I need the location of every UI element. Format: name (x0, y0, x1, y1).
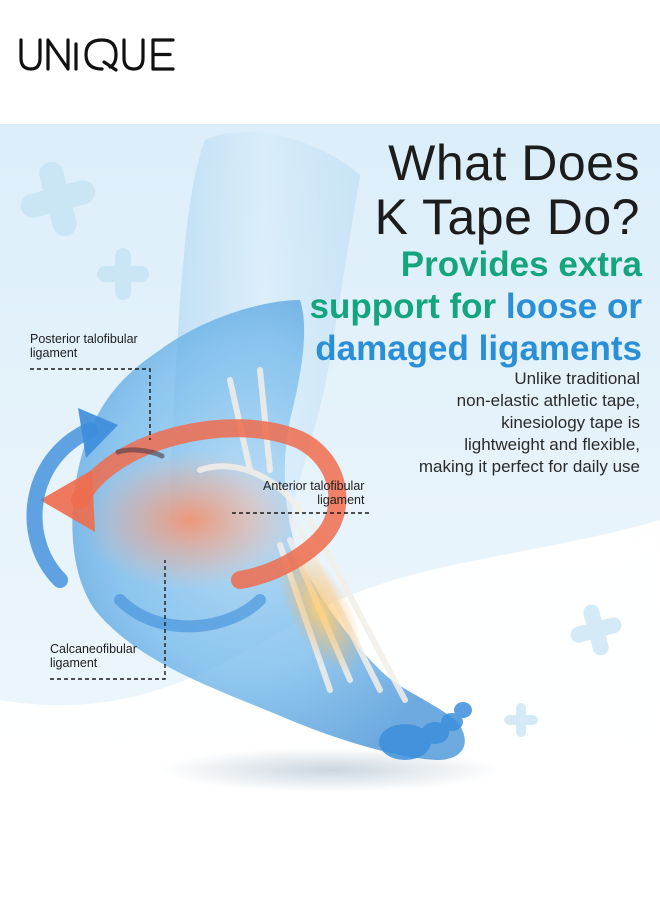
subheading-line-1: Provides extra (400, 245, 642, 284)
label-line: ligament (317, 493, 365, 507)
label-line: Calcaneofibular (50, 642, 137, 656)
label-posterior-talofibular: Posterior talofibular ligament (30, 332, 138, 360)
label-line: Anterior talofibular (263, 479, 365, 493)
heading-line-1: What Does (388, 135, 640, 191)
label-calcaneofibular: Calcaneofibular ligament (50, 642, 137, 670)
label-line: Posterior talofibular (30, 332, 138, 346)
description-line: Unlike traditional (514, 369, 640, 388)
description-line: lightweight and flexible, (464, 435, 640, 454)
subheading-green-part: support for (309, 287, 497, 326)
subheading-line-2: support for loose or (309, 286, 642, 328)
label-anterior-talofibular: Anterior talofibular ligament (263, 479, 364, 507)
plus-icon (570, 604, 622, 656)
unique-logo-mark (19, 38, 175, 72)
label-line: ligament (30, 346, 78, 360)
plus-icon (20, 161, 96, 237)
brand-logo (18, 36, 178, 74)
description-text: Unlike traditional non-elastic athletic … (419, 368, 640, 478)
label-line: ligament (50, 656, 98, 670)
description-line: non-elastic athletic tape, (456, 391, 640, 410)
heading-line-2: K Tape Do? (374, 189, 640, 245)
plus-icon (97, 248, 149, 300)
description-line: making it perfect for daily use (418, 457, 640, 476)
subheading: Provides extra support for loose or dama… (309, 244, 642, 370)
main-heading: What Does K Tape Do? (375, 136, 640, 244)
subheading-line-3: damaged ligaments (315, 329, 642, 368)
plus-icon (504, 703, 538, 737)
description-line: kinesiology tape is (501, 413, 640, 432)
subheading-blue-part: loose or (505, 287, 642, 326)
